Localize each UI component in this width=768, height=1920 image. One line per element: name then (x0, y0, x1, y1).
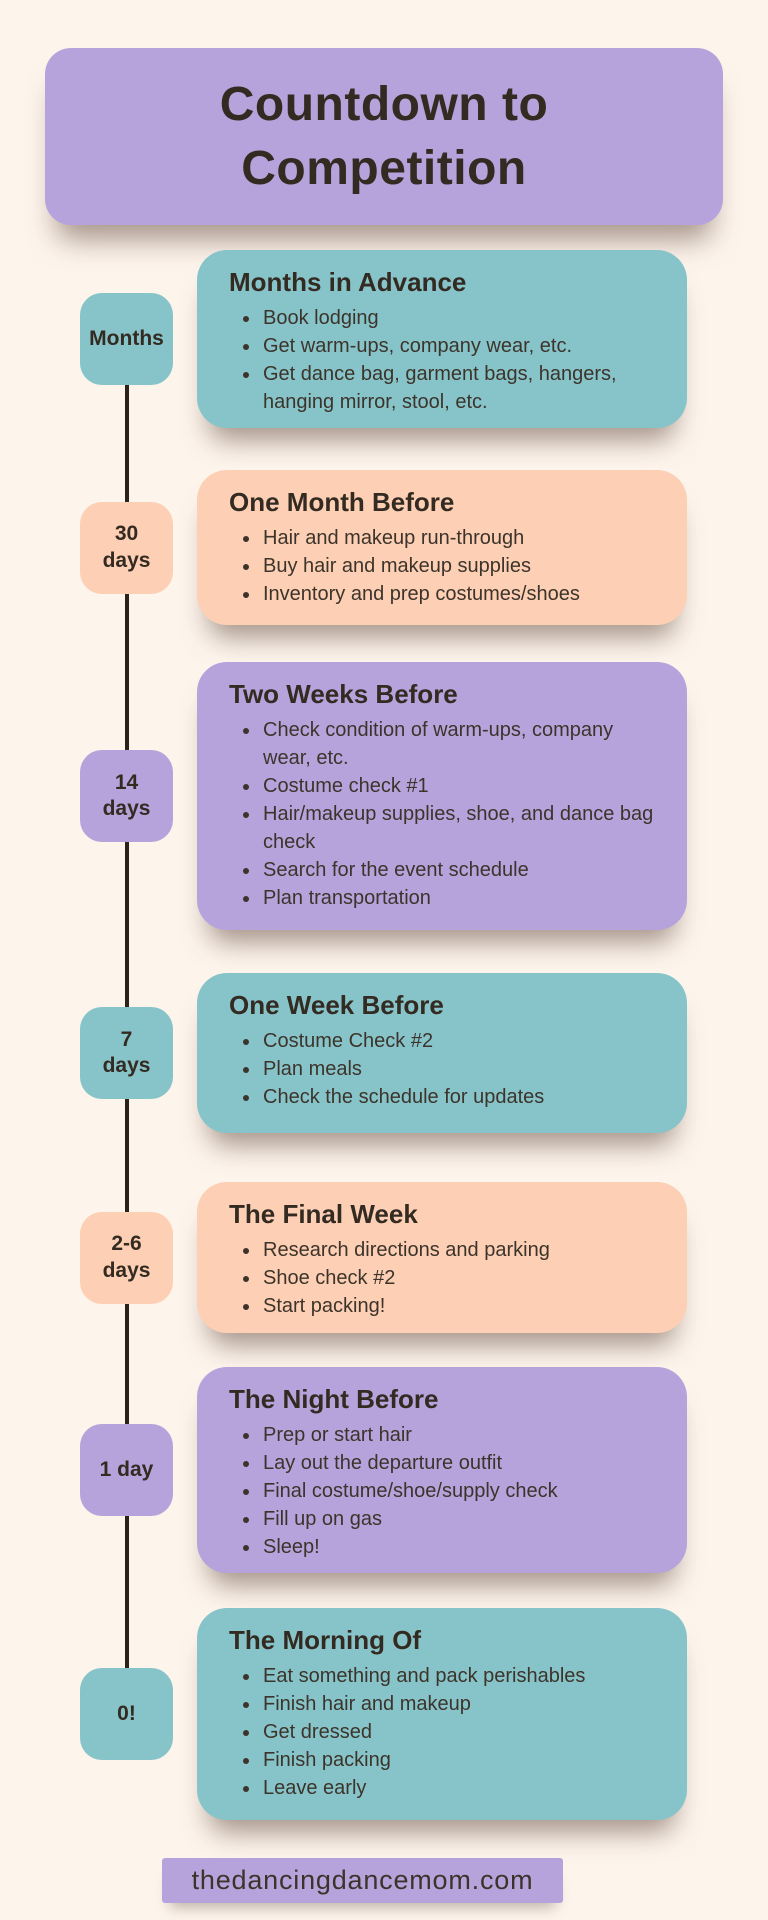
card-bullet: Costume check #1 (261, 772, 661, 800)
card-bullet: Check condition of warm-ups, company wea… (261, 716, 661, 772)
timeline-item: 0! The Morning Of Eat something and pack… (0, 1608, 768, 1820)
milestone-card: The Final Week Research directions and p… (197, 1182, 687, 1333)
badge-label: 0! (117, 1701, 136, 1725)
card-bullet: Leave early (261, 1774, 661, 1802)
card-bullet-list: Check condition of warm-ups, company wea… (227, 716, 661, 912)
card-bullet: Inventory and prep costumes/shoes (261, 580, 661, 608)
card-bullet: Prep or start hair (261, 1421, 661, 1449)
card-bullet: Hair and makeup run-through (261, 524, 661, 552)
title-card: Countdown to Competition (45, 48, 723, 225)
card-bullet: Fill up on gas (261, 1505, 661, 1533)
milestone-badge: 1 day (80, 1424, 173, 1516)
milestone-card: One Week Before Costume Check #2Plan mea… (197, 973, 687, 1133)
card-bullet-list: Research directions and parkingShoe chec… (227, 1236, 661, 1320)
card-bullet: Finish hair and makeup (261, 1690, 661, 1718)
card-heading: One Month Before (229, 487, 455, 517)
timeline-item: 1 day The Night Before Prep or start hai… (0, 1367, 768, 1573)
badge-label: Months (89, 326, 164, 350)
footer-bar: thedancingdancemom.com (162, 1858, 563, 1903)
website-url: thedancingdancemom.com (191, 1865, 534, 1895)
card-bullet: Get warm-ups, company wear, etc. (261, 332, 661, 360)
card-bullet: Get dressed (261, 1718, 661, 1746)
badge-label: days (102, 1258, 151, 1282)
badge-label: 7 (120, 1027, 133, 1051)
card-bullet-list: Costume Check #2Plan mealsCheck the sche… (227, 1027, 661, 1111)
badge-label: 30 (114, 522, 139, 546)
card-bullet: Buy hair and makeup supplies (261, 552, 661, 580)
card-bullet: Search for the event schedule (261, 856, 661, 884)
card-bullet: Hair/makeup supplies, shoe, and dance ba… (261, 800, 661, 856)
badge-label: 14 (114, 770, 139, 794)
badge-label: 1 day (99, 1457, 154, 1481)
timeline-item: 14 days Two Weeks Before Check condition … (0, 662, 768, 930)
milestone-badge: 0! (80, 1668, 173, 1760)
milestone-card: Two Weeks Before Check condition of warm… (197, 662, 687, 930)
badge-label: days (102, 548, 151, 572)
card-bullet: Book lodging (261, 304, 661, 332)
card-bullet: Finish packing (261, 1746, 661, 1774)
page-title: Countdown to Competition (219, 78, 549, 195)
milestone-card: Months in Advance Book lodgingGet warm-u… (197, 250, 687, 428)
milestone-card: The Night Before Prep or start hairLay o… (197, 1367, 687, 1573)
card-bullet: Costume Check #2 (261, 1027, 661, 1055)
card-heading: Two Weeks Before (229, 679, 458, 709)
card-bullet: Plan meals (261, 1055, 661, 1083)
card-bullet: Get dance bag, garment bags, hangers, ha… (261, 360, 661, 416)
timeline-item: Months Months in Advance Book lodgingGet… (0, 250, 768, 428)
card-bullet: Final costume/shoe/supply check (261, 1477, 661, 1505)
card-heading: Months in Advance (229, 267, 467, 297)
card-bullet-list: Prep or start hairLay out the departure … (227, 1421, 661, 1561)
timeline-item: 7 days One Week Before Costume Check #2Pl… (0, 973, 768, 1133)
milestone-badge: 7 days (80, 1007, 173, 1099)
milestone-card: One Month Before Hair and makeup run-thr… (197, 470, 687, 625)
card-bullet: Start packing! (261, 1292, 661, 1320)
card-heading: The Morning Of (229, 1625, 422, 1655)
card-heading: The Final Week (229, 1199, 418, 1229)
card-bullet: Lay out the departure outfit (261, 1449, 661, 1477)
milestone-card: The Morning Of Eat something and pack pe… (197, 1608, 687, 1820)
card-bullet-list: Hair and makeup run-throughBuy hair and … (227, 524, 661, 608)
card-bullet: Shoe check #2 (261, 1264, 661, 1292)
card-bullet: Research directions and parking (261, 1236, 661, 1264)
badge-label: days (102, 1054, 151, 1077)
card-bullet: Plan transportation (261, 884, 661, 912)
card-heading: One Week Before (229, 990, 444, 1020)
card-bullet: Check the schedule for updates (261, 1083, 661, 1111)
card-heading: The Night Before (229, 1384, 439, 1414)
badge-label: 2-6 (111, 1232, 142, 1256)
badge-label: days (102, 797, 151, 820)
card-bullet: Eat something and pack perishables (261, 1662, 661, 1690)
card-bullet: Sleep! (261, 1533, 661, 1561)
card-bullet-list: Eat something and pack perishablesFinish… (227, 1662, 661, 1802)
card-bullet-list: Book lodgingGet warm-ups, company wear, … (227, 304, 661, 416)
milestone-badge: Months (80, 293, 173, 385)
milestone-badge: 14 days (80, 750, 173, 842)
